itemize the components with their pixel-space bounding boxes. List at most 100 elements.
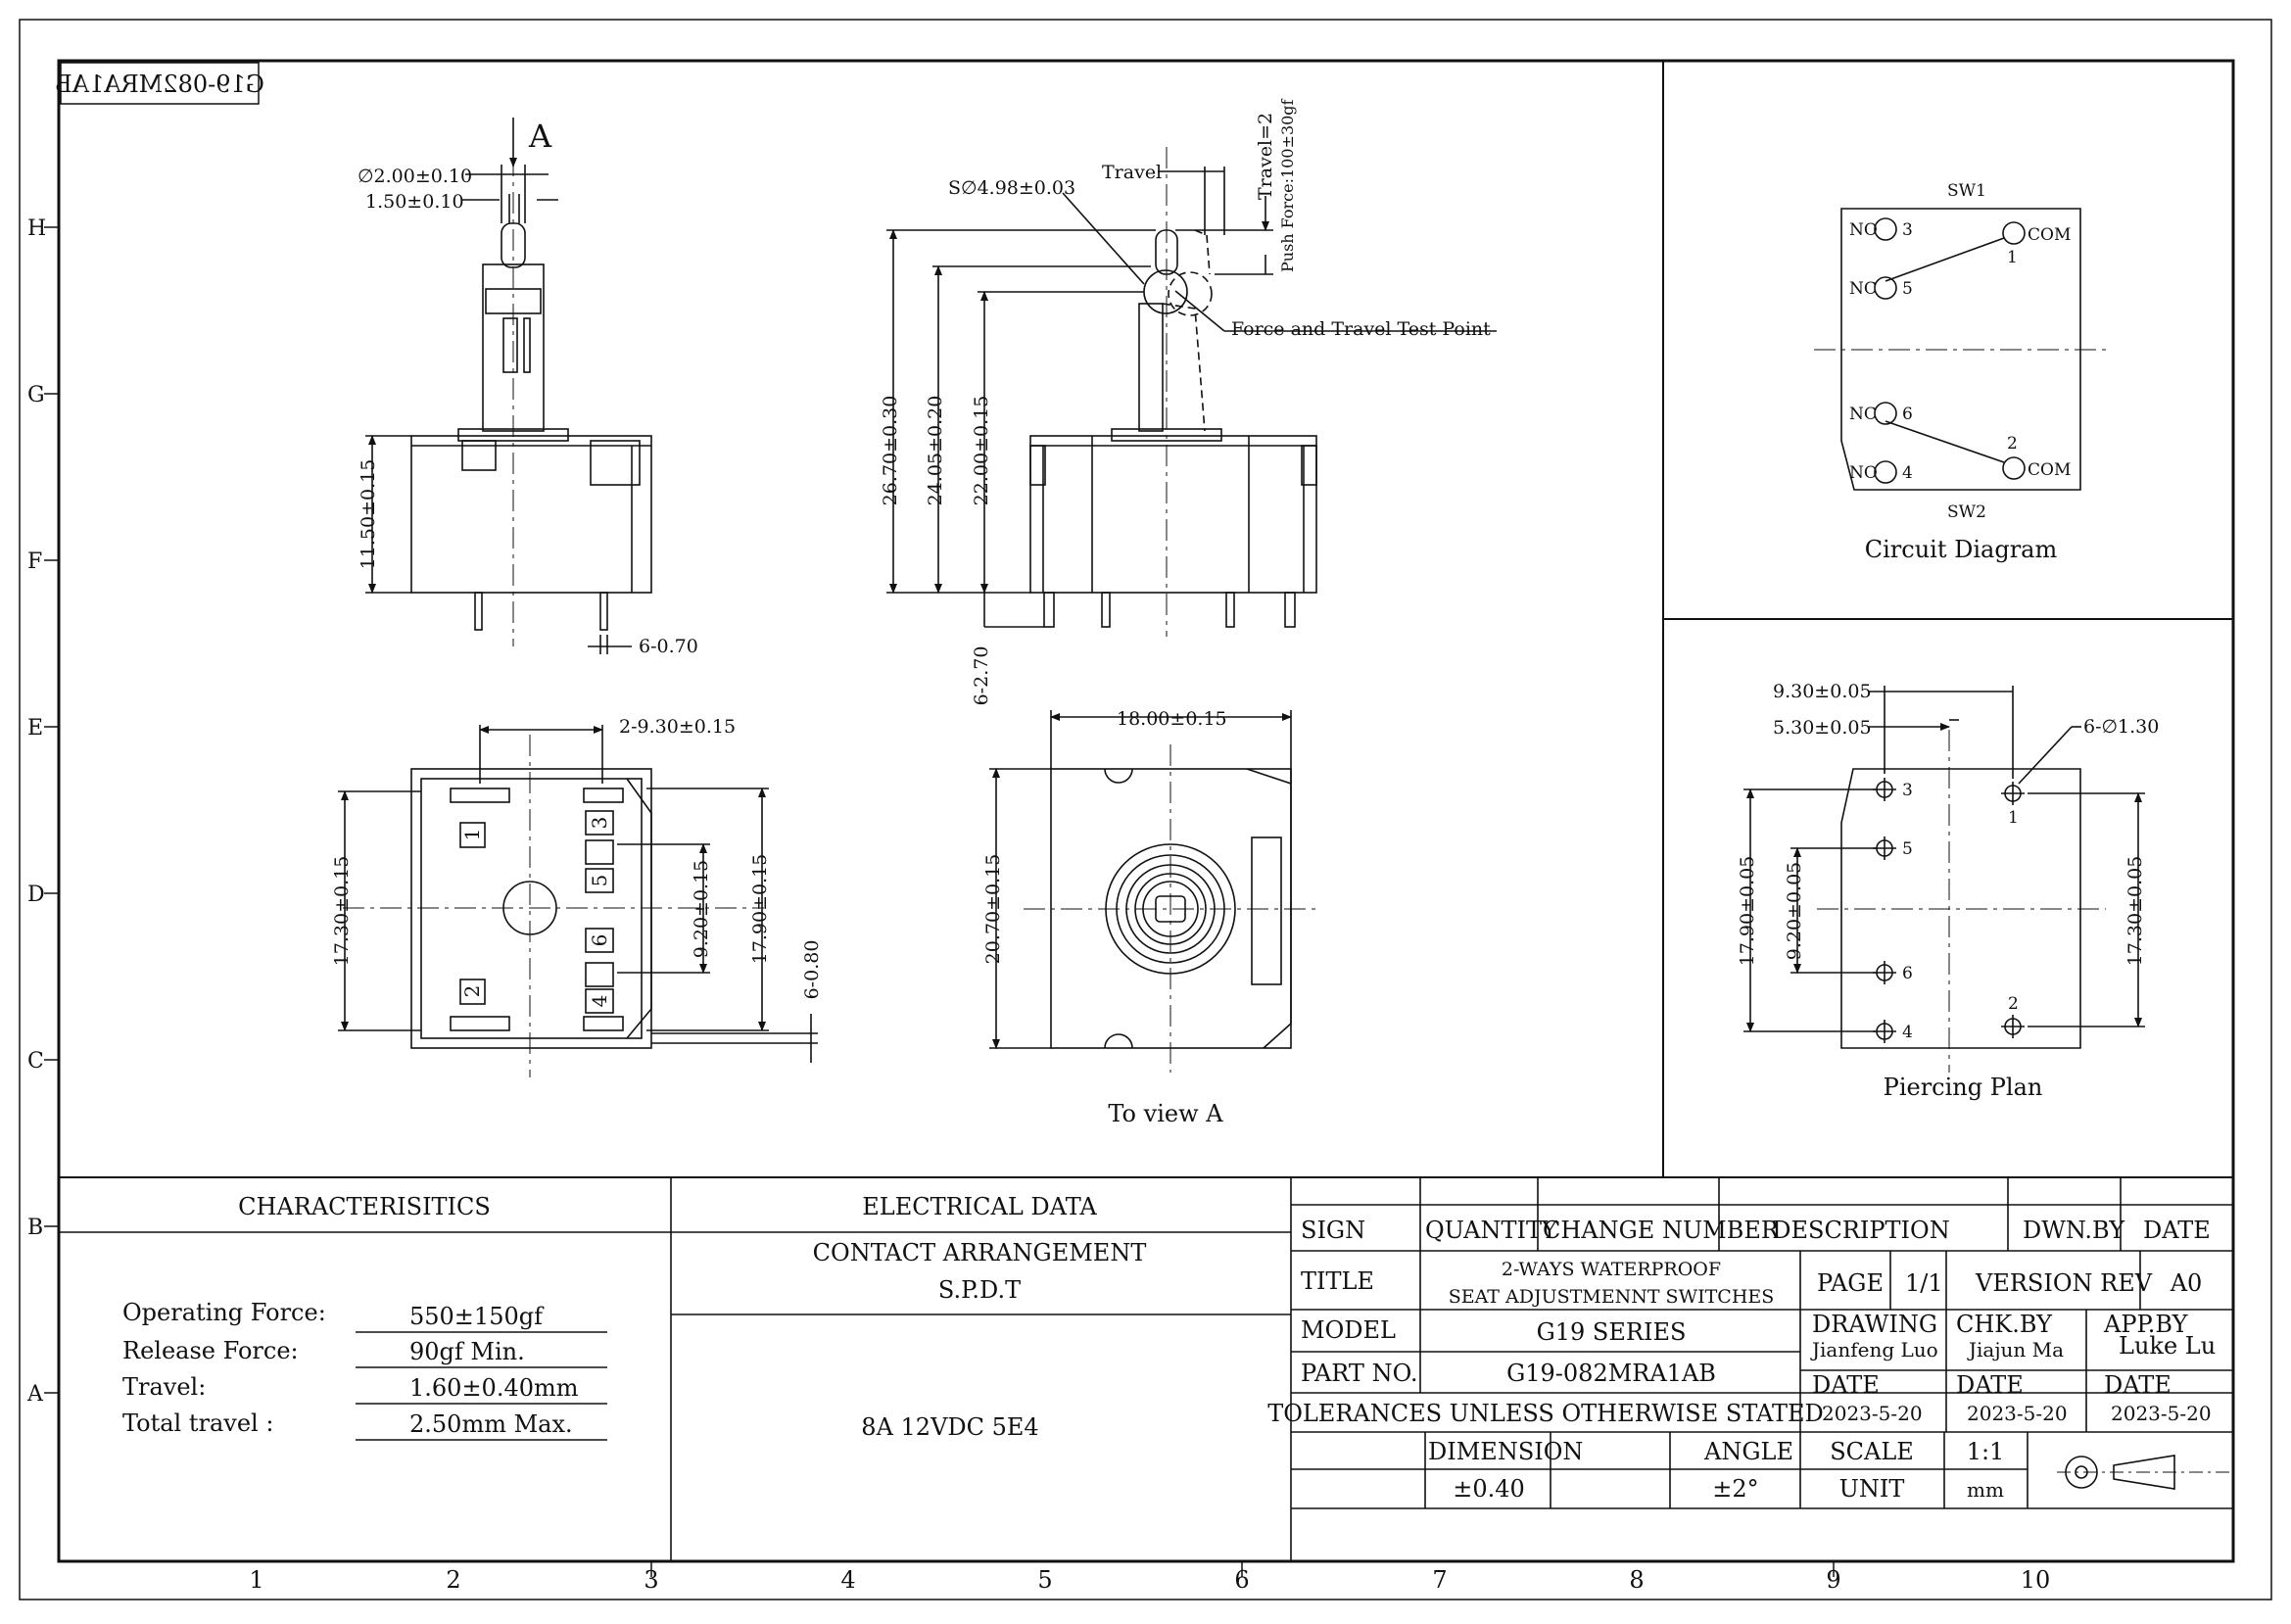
side-view	[886, 147, 1497, 637]
tb-date2: 2023-5-20	[1967, 1402, 2068, 1425]
tb-page-label: PAGE	[1817, 1269, 1884, 1297]
electrical-heading: ELECTRICAL DATA	[862, 1193, 1097, 1220]
char-label: Operating Force:	[122, 1299, 326, 1326]
tb-drawing-value: Jianfeng Luo	[1810, 1338, 1938, 1361]
tb-chk-value: Jiajun Ma	[1967, 1338, 2064, 1361]
pin-label: 5	[588, 875, 611, 887]
tb-drawing-label: DRAWING	[1812, 1311, 1937, 1338]
pin-label: 4	[588, 995, 611, 1008]
char-label: Travel:	[122, 1373, 206, 1401]
dim-label: 24.05±0.20	[925, 396, 946, 506]
grid-row-label: C	[27, 1049, 44, 1074]
tb-chk-label: CHK.BY	[1956, 1311, 2053, 1338]
tb-date-label: DATE	[2104, 1371, 2172, 1399]
tb-tolerances: TOLERANCES UNLESS OTHERWISE STATED	[1267, 1400, 1824, 1427]
tb-angle-label: ANGLE	[1703, 1438, 1793, 1465]
char-value: 90gf Min.	[409, 1338, 525, 1365]
tb-change-number: CHANGE NUMBER	[1543, 1217, 1780, 1244]
tb-part-value: G19-082MRA1AB	[1506, 1360, 1716, 1387]
electrical-rating: 8A 12VDC 5E4	[861, 1413, 1038, 1441]
tb-part-label: PART NO.	[1301, 1360, 1417, 1387]
circuit-diagram	[1814, 208, 2106, 491]
circuit-label: NC	[1849, 279, 1877, 299]
grid-row-label: G	[27, 383, 45, 407]
char-label: Release Force:	[122, 1337, 299, 1364]
tb-title-line1: 2-WAYS WATERPROOF	[1502, 1259, 1721, 1280]
dim-label: 17.30±0.05	[2124, 856, 2146, 967]
tb-model-label: MODEL	[1301, 1316, 1396, 1344]
dim-label: 18.00±0.15	[1117, 708, 1227, 730]
drawing-number-box	[60, 62, 260, 105]
view-a	[989, 710, 1317, 1073]
piercing-plan	[1743, 686, 2145, 1073]
pin-label: 4	[1902, 1023, 1913, 1042]
view-a-caption: To view A	[1108, 1100, 1223, 1127]
dim-label: 1.50±0.10	[365, 191, 464, 213]
contact-arrangement-value: S.P.D.T	[938, 1276, 1021, 1304]
dim-label: 20.70±0.15	[982, 854, 1004, 965]
circuit-label-sw2: SW2	[1947, 502, 1986, 522]
panel-separators	[59, 61, 2233, 1178]
tb-model-value: G19 SERIES	[1537, 1318, 1687, 1346]
pin-label: 6	[1902, 964, 1913, 983]
dim-label: Travel=2	[1255, 113, 1276, 200]
dim-label: 2-9.30±0.15	[619, 716, 736, 738]
circuit-label: 4	[1902, 463, 1913, 483]
pin-label: 3	[1902, 781, 1913, 800]
dim-label: 26.70±0.30	[880, 396, 901, 506]
dim-label: S∅4.98±0.03	[948, 177, 1075, 199]
tb-dwn-by: DWN.BY	[2023, 1217, 2125, 1244]
circuit-label: NC	[1849, 405, 1877, 424]
pin-label: 1	[2008, 808, 2019, 828]
grid-col-label: 2	[446, 1566, 460, 1594]
tb-title-line2: SEAT ADJUSTMENNT SWITCHES	[1449, 1286, 1775, 1308]
tb-version-value: A0	[2170, 1269, 2203, 1297]
piercing-caption: Piercing Plan	[1884, 1074, 2043, 1101]
circuit-label: 6	[1902, 405, 1913, 424]
dim-label: 6-∅1.30	[2083, 716, 2159, 738]
circuit-label-sw1: SW1	[1947, 181, 1986, 201]
dim-label: 6-2.70	[971, 646, 992, 706]
dim-label: 9.30±0.05	[1773, 681, 1872, 702]
grid-col-label: 1	[249, 1566, 263, 1594]
tb-date-label: DATE	[1956, 1371, 2024, 1399]
tb-page-value: 1/1	[1905, 1269, 1943, 1297]
dim-label: 9.20±0.05	[1784, 862, 1805, 961]
char-value: 2.50mm Max.	[409, 1410, 573, 1438]
electrical-table	[671, 1231, 1291, 1315]
grid-cols	[650, 1561, 1835, 1577]
tb-scale-label: SCALE	[1830, 1438, 1914, 1465]
grid-row-label: F	[27, 549, 42, 574]
characteristics-heading: CHARACTERISITICS	[238, 1193, 491, 1220]
grid-col-label: 5	[1037, 1566, 1052, 1594]
tb-sign: SIGN	[1301, 1217, 1365, 1244]
grid-col-label: 4	[840, 1566, 855, 1594]
tb-version-label: VERSION REV	[1975, 1269, 2153, 1297]
characteristics-table	[59, 1177, 672, 1561]
grid-row-label: E	[27, 716, 43, 740]
circuit-label: NO	[1849, 220, 1878, 240]
circuit-caption: Circuit Diagram	[1865, 536, 2058, 563]
circuit-label: COM	[2028, 460, 2071, 480]
title-block	[1290, 1177, 2233, 1561]
circuit-label: 2	[2007, 434, 2018, 454]
pin-label: 2	[2008, 994, 2019, 1014]
tb-app-value: Luke Lu	[2119, 1332, 2216, 1360]
tb-date-label: DATE	[1812, 1371, 1880, 1399]
dim-label: 17.30±0.15	[331, 856, 353, 967]
tb-date: DATE	[2143, 1217, 2211, 1244]
dim-label: 5.30±0.05	[1773, 717, 1872, 739]
tb-app-label: APP.BY	[2103, 1311, 2189, 1338]
view-marker-a: A	[528, 118, 552, 155]
dim-label: 6-0.70	[639, 636, 698, 657]
dim-label: Force and Travel Test Point	[1231, 318, 1491, 340]
dim-label: 9.20±0.15	[691, 860, 712, 959]
circuit-label: 3	[1902, 220, 1913, 240]
dim-label: ∅2.00±0.10	[358, 166, 472, 187]
tb-unit-label: UNIT	[1839, 1475, 1905, 1503]
dim-label: 17.90±0.15	[749, 854, 771, 965]
contact-arrangement-label: CONTACT ARRANGEMENT	[813, 1239, 1147, 1266]
dim-label: 17.90±0.05	[1737, 856, 1758, 967]
tb-dimension-value: ±0.40	[1453, 1475, 1525, 1503]
